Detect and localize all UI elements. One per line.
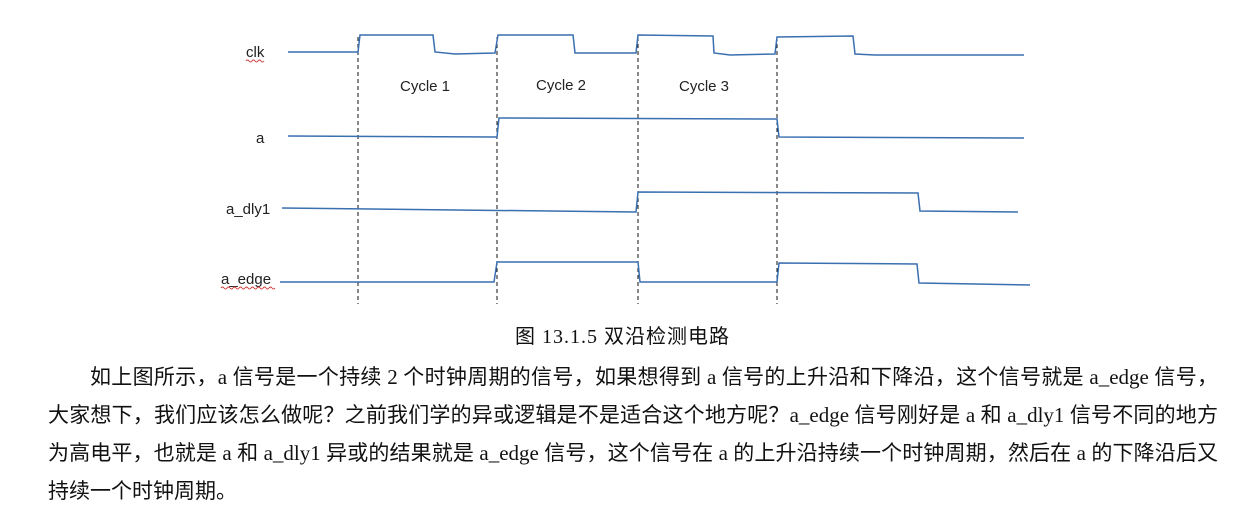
- waveform-clk: [288, 34, 1024, 56]
- cycle-label-1: Cycle 1: [400, 78, 450, 95]
- signal-label-a-dly1: a_dly1: [226, 201, 270, 218]
- waveform-a-edge: [280, 261, 1031, 286]
- cycle-label-3: Cycle 3: [679, 78, 729, 95]
- spellcheck-underline: [245, 59, 265, 63]
- waveform-a: [287, 117, 1025, 139]
- timing-diagram: clk a a_dly1 a_edge Cycle 1 Cycle 2 Cycl…: [220, 34, 1031, 304]
- signal-label-clk: clk: [246, 44, 265, 61]
- body-paragraph: 如上图所示，a 信号是一个持续 2 个时钟周期的信号，如果想得到 a 信号的上升…: [48, 365, 1218, 503]
- figure-caption: 图 13.1.5 双沿检测电路: [515, 326, 730, 348]
- cycle-label-2: Cycle 2: [536, 77, 586, 94]
- spellcheck-underline: [220, 286, 276, 290]
- body-paragraph-container: 如上图所示，a 信号是一个持续 2 个时钟周期的信号，如果想得到 a 信号的上升…: [48, 358, 1218, 510]
- signal-label-a: a: [256, 130, 265, 147]
- signal-label-a-edge: a_edge: [221, 271, 271, 288]
- waveform-a-dly1: [281, 191, 1019, 213]
